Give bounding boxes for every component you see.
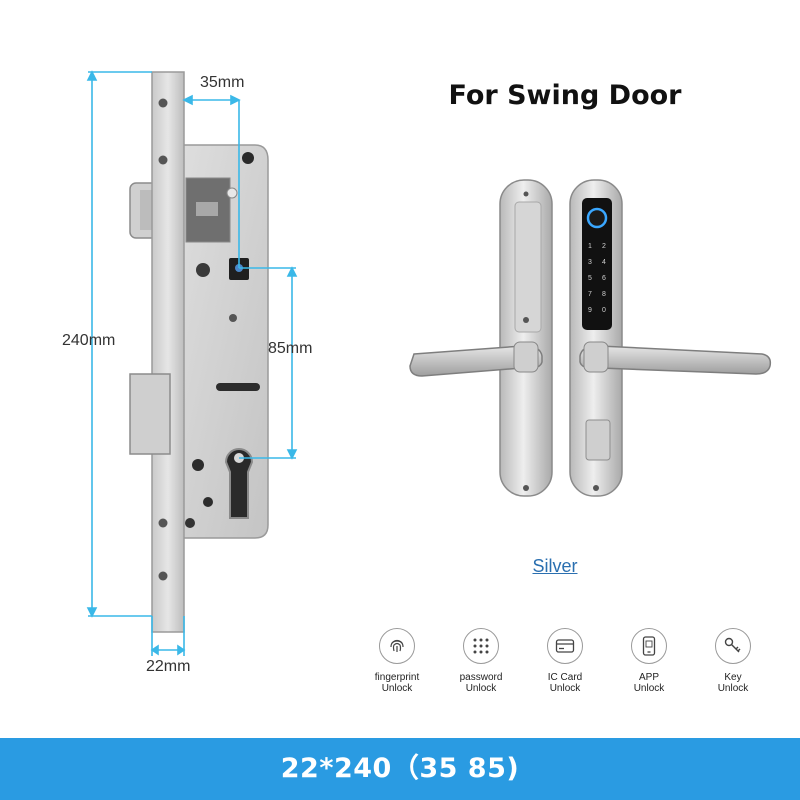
spec-text: 22*240（35 85)	[280, 753, 520, 784]
svg-text:8: 8	[602, 291, 606, 298]
dim-center-label: 85mm	[268, 340, 313, 357]
feature-label-2: Unlock	[633, 683, 665, 694]
cylinder-hole	[224, 448, 254, 519]
feature-label-2: Unlock	[717, 683, 749, 694]
smart-lock-handles: 1 2 3 4 5 6 7 8 9 0	[409, 179, 772, 497]
feature-label-2: Unlock	[381, 683, 413, 694]
phone-app-icon	[631, 628, 667, 664]
svg-text:1: 1	[588, 243, 592, 250]
fingerprint-icon	[379, 628, 415, 664]
svg-text:3: 3	[588, 259, 592, 266]
card-icon	[547, 628, 583, 664]
feature-label-1: IC Card	[547, 672, 583, 683]
product-title: For Swing Door	[448, 80, 682, 111]
dim-backset-label: 35mm	[200, 74, 245, 91]
feature-label-2: Unlock	[549, 683, 581, 694]
feature-label-1: fingerprint	[374, 672, 420, 683]
feature-label-2: Unlock	[465, 683, 497, 694]
spec-banner: 22*240（35 85)	[0, 738, 800, 800]
deadbolt	[129, 373, 171, 455]
svg-text:9: 9	[588, 307, 592, 314]
svg-text:2: 2	[602, 243, 606, 250]
svg-text:0: 0	[602, 307, 606, 314]
svg-text:7: 7	[588, 291, 592, 298]
dim-height-label: 240mm	[62, 332, 116, 349]
svg-text:4: 4	[602, 259, 606, 266]
faceplate	[151, 71, 185, 633]
keypad-icon	[463, 628, 499, 664]
feature-label-1: password	[459, 672, 503, 683]
lock-case	[179, 144, 269, 539]
feature-label-1: Key	[724, 672, 742, 683]
dim-faceplate-label: 22mm	[146, 658, 191, 675]
key-icon	[715, 628, 751, 664]
mortise-lock-diagram	[86, 70, 298, 656]
color-option-silver[interactable]: Silver	[532, 556, 578, 576]
feature-label-1: APP	[638, 672, 659, 683]
svg-text:6: 6	[602, 275, 606, 282]
keypad-panel	[582, 198, 612, 330]
svg-text:5: 5	[588, 275, 592, 282]
